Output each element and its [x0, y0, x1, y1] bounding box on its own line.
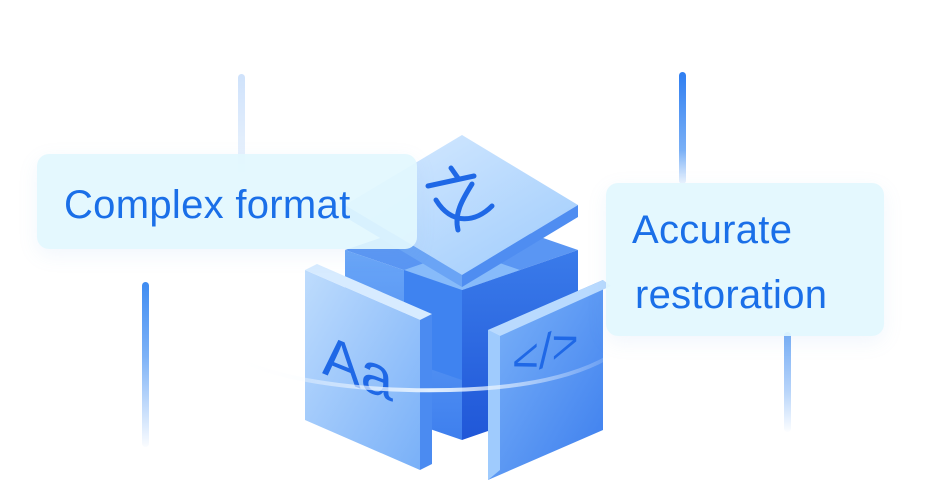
decorative-pillar: [784, 332, 791, 432]
feature-label-line2: restoration: [635, 273, 828, 317]
left-panel-top-edge: [305, 264, 432, 320]
decorative-pillar: [238, 74, 245, 184]
feature-label-line1: Accurate: [632, 208, 793, 252]
feature-card-accurate-restoration: Accurate restoration: [606, 183, 884, 336]
right-panel-edge: [488, 330, 500, 480]
feature-label: Complex format: [64, 183, 351, 227]
orbit-ring: [220, 328, 642, 393]
right-panel-top-edge: [488, 280, 611, 336]
decorative-pillar: [142, 282, 149, 447]
translate-glyph-icon: [425, 165, 495, 233]
top-panel-edge-right: [462, 205, 578, 287]
decorative-pillar: [679, 72, 686, 184]
feature-card-complex-format: Complex format: [37, 154, 417, 249]
left-panel-face: [305, 270, 420, 470]
